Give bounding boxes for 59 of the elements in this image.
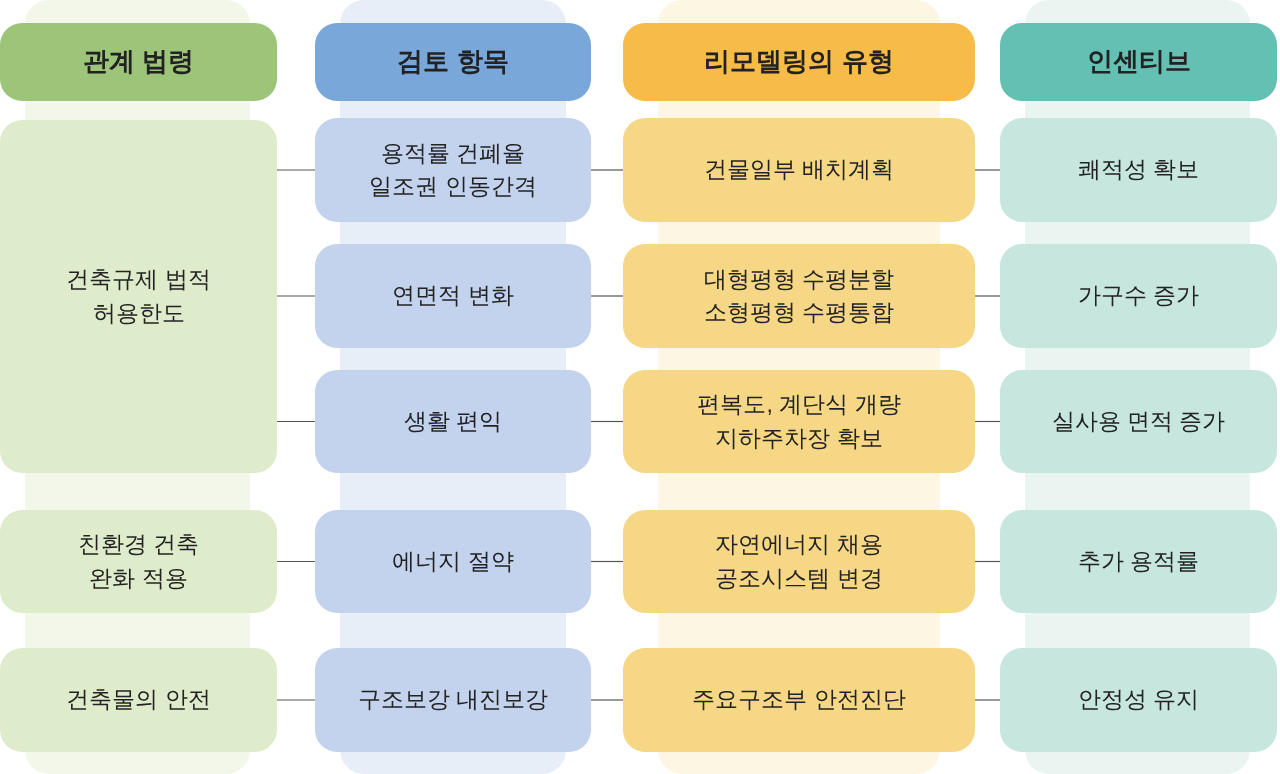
item-box bbox=[1000, 370, 1277, 473]
item-text: 친환경 건축 완화 적용 bbox=[76, 530, 201, 593]
column-header bbox=[315, 23, 591, 101]
item-text: 구조보강 내진보강 bbox=[357, 685, 549, 715]
item-text: 가구수 증가 bbox=[1077, 281, 1200, 311]
connector-line bbox=[974, 169, 1001, 171]
connector-line bbox=[590, 295, 624, 297]
column-header bbox=[0, 23, 277, 101]
item-box bbox=[315, 118, 591, 222]
item-box bbox=[0, 120, 277, 473]
item-text: 편복도, 계단식 개량 지하주차장 확보 bbox=[696, 390, 902, 453]
connector-line bbox=[974, 560, 1001, 563]
connector-line bbox=[590, 699, 624, 701]
connector-line bbox=[590, 420, 624, 423]
item-box bbox=[1000, 648, 1277, 752]
column-header bbox=[1000, 23, 1277, 101]
connector-line bbox=[590, 560, 624, 563]
header-text: 검토 항목 bbox=[397, 45, 509, 79]
item-text: 주요구조부 안전진단 bbox=[692, 685, 906, 715]
item-text: 실사용 면적 증가 bbox=[1051, 406, 1226, 436]
item-text: 추가 용적률 bbox=[1077, 546, 1200, 576]
item-text: 건축규제 법적 허용한도 bbox=[65, 265, 212, 328]
connector-line bbox=[276, 560, 316, 563]
item-box bbox=[0, 510, 277, 613]
item-box bbox=[1000, 244, 1277, 348]
item-box bbox=[315, 370, 591, 473]
connector-line bbox=[974, 420, 1001, 423]
item-text: 대형평형 수평분할 소형평형 수평통합 bbox=[702, 264, 896, 327]
header-text: 리모델링의 유형 bbox=[704, 45, 894, 79]
item-text: 연면적 변화 bbox=[392, 281, 514, 311]
item-text: 건물일부 배치계획 bbox=[703, 155, 895, 185]
header-text: 관계 법령 bbox=[82, 45, 195, 79]
header-text: 인센티브 bbox=[1086, 45, 1191, 79]
connector-line bbox=[590, 169, 624, 171]
item-box bbox=[623, 118, 975, 222]
item-text: 자연에너지 채용 공조시스템 변경 bbox=[714, 530, 884, 593]
connector-line bbox=[974, 699, 1001, 701]
item-text: 용적률 건폐율 일조권 인동간격 bbox=[368, 138, 538, 201]
item-box bbox=[0, 648, 277, 752]
connector-line bbox=[974, 295, 1001, 297]
item-text: 생활 편익 bbox=[403, 406, 503, 436]
item-box bbox=[623, 648, 975, 752]
item-text: 건축물의 안전 bbox=[66, 685, 211, 715]
item-text: 에너지 절약 bbox=[392, 546, 514, 576]
item-box bbox=[1000, 510, 1277, 613]
item-box bbox=[623, 244, 975, 348]
item-text: 안정성 유지 bbox=[1077, 685, 1200, 715]
connector-line bbox=[276, 295, 316, 297]
item-box bbox=[623, 370, 975, 473]
item-box bbox=[623, 510, 975, 613]
connector-line bbox=[276, 420, 316, 423]
column-header bbox=[623, 23, 975, 101]
item-text: 쾌적성 확보 bbox=[1077, 155, 1200, 185]
item-box bbox=[1000, 118, 1277, 222]
item-box bbox=[315, 244, 591, 348]
connector-line bbox=[276, 699, 316, 701]
connector-line bbox=[276, 169, 316, 171]
item-box bbox=[315, 648, 591, 752]
item-box bbox=[315, 510, 591, 613]
